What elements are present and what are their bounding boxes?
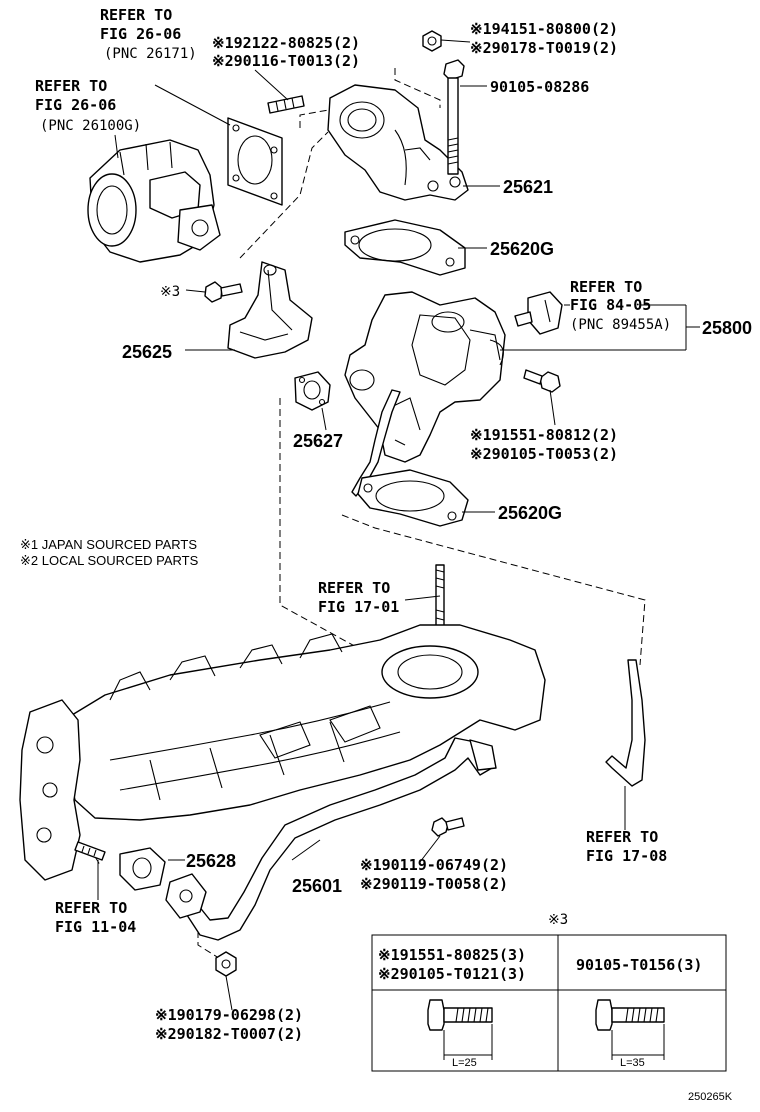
label-ref-fig17-08: REFER TO FIG 17-08 <box>586 828 667 865</box>
label-ref-fig26-06-left: REFER TO FIG 26-06 (PNC 26100G) <box>35 77 141 134</box>
throttle-body-drawing <box>87 139 221 263</box>
stud-fig11-04-drawing <box>74 841 106 861</box>
label-pn-25627: 25627 <box>293 431 343 451</box>
label-pn-25625: 25625 <box>122 342 172 362</box>
pn-line-1: ※190179-06298(2) <box>155 1006 303 1024</box>
gasket-25627-drawing <box>294 371 331 411</box>
label-pn-90119: ※190119-06749(2) ※290119-T0058(2) <box>360 856 508 893</box>
label-pn-92122: ※192122-80825(2) ※290116-T0013(2) <box>212 34 360 70</box>
label-pn-25620g-lower: 25620G <box>498 503 562 523</box>
label-pn-90179: ※190179-06298(2) ※290182-T0007(2) <box>155 1006 303 1043</box>
ref-line-3: (PNC 26171) <box>104 46 197 62</box>
bracket-25625-drawing <box>227 261 313 359</box>
pn-line-2: ※290105-T0053(2) <box>470 445 618 463</box>
ref-line-1: REFER TO <box>318 579 390 597</box>
ref-line-2: FIG 17-01 <box>318 598 399 616</box>
label-ref-fig26-06-top: REFER TO FIG 26-06 (PNC 26171) <box>100 6 197 62</box>
pn-line-1: ※192122-80825(2) <box>212 34 360 52</box>
label-ref-fig17-01: REFER TO FIG 17-01 <box>318 579 399 616</box>
ref-line-2: FIG 26-06 <box>35 96 116 114</box>
label-pn-25621: 25621 <box>503 177 553 197</box>
stud-92122-drawing <box>267 95 305 114</box>
label-pn-25628: 25628 <box>186 851 236 871</box>
note-2: ※2 LOCAL SOURCED PARTS <box>20 553 199 568</box>
pn-line-2: ※290178-T0019(2) <box>470 39 618 57</box>
intake-manifold-drawing <box>67 624 546 821</box>
pn-line-2: ※290182-T0007(2) <box>155 1025 303 1043</box>
flange-bolt-long-drawing: L=35 <box>595 999 665 1069</box>
stud-fig17-01-drawing <box>435 564 445 631</box>
gasket-25620g-lower-drawing <box>357 469 469 527</box>
bolt-table-left-head-2: ※290105-T0121(3) <box>378 965 526 983</box>
note-1: ※1 JAPAN SOURCED PARTS <box>20 537 197 552</box>
ref-line-2: FIG 11-04 <box>55 918 136 936</box>
bolt-table: ※3 ※191551-80825(3) ※290105-T0121(3) 901… <box>371 912 727 1072</box>
ref-line-1: REFER TO <box>55 899 127 917</box>
bolt-91551-80812-drawing <box>523 369 561 393</box>
label-ref-fig84-05: REFER TO FIG 84-05 (PNC 89455A) <box>570 278 671 333</box>
throttle-gasket-drawing <box>227 117 283 206</box>
bolt-90105-08286-drawing <box>443 59 465 175</box>
nut-94151-drawing <box>422 30 442 52</box>
label-ref-fig11-04: REFER TO FIG 11-04 <box>55 899 136 936</box>
ref-line-1: REFER TO <box>570 278 642 296</box>
hose-fig17-08-drawing <box>605 659 646 787</box>
pn-line-2: ※290119-T0058(2) <box>360 875 508 893</box>
ref-line-3: (PNC 26100G) <box>40 118 141 134</box>
pn-line-2: ※290116-T0013(2) <box>212 52 360 70</box>
bolt-table-left-head-1: ※191551-80825(3) <box>378 946 526 964</box>
pn-line-1: ※191551-80812(2) <box>470 426 618 444</box>
bolt-length-long: L=35 <box>620 1057 645 1069</box>
ref-line-2: FIG 17-08 <box>586 847 667 865</box>
gasket-25620g-upper-drawing <box>344 219 466 276</box>
bolt-table-marker: ※3 <box>548 912 568 928</box>
label-pn-25601: 25601 <box>292 876 342 896</box>
ref-line-1: REFER TO <box>100 6 172 24</box>
pn-line-1: ※190119-06749(2) <box>360 856 508 874</box>
cylinder-head-drawing <box>19 699 81 881</box>
flange-bolt-short-drawing: L=25 <box>427 999 493 1069</box>
gasket-25628-drawing <box>119 847 166 891</box>
bolt-length-short: L=25 <box>452 1057 477 1069</box>
label-pn-25800: 25800 <box>702 318 752 338</box>
ref-line-2: FIG 26-06 <box>100 25 181 43</box>
assembly-dashed-lines <box>89 68 646 961</box>
bolt-note3-drawing <box>204 281 243 303</box>
leader-lines <box>97 39 700 1011</box>
egr-housing-25621-drawing <box>327 84 469 201</box>
ref-line-1: REFER TO <box>35 77 107 95</box>
egr-sensor-pipe-drawing <box>351 389 401 497</box>
ref-line-2: FIG 84-05 <box>570 296 651 314</box>
bolt-90119-drawing <box>431 817 465 837</box>
vsv-connector-drawing <box>514 291 563 335</box>
ref-line-1: REFER TO <box>586 828 658 846</box>
label-note3-marker: ※3 <box>160 284 180 300</box>
sourcing-notes: ※1 JAPAN SOURCED PARTS ※2 LOCAL SOURCED … <box>20 537 199 568</box>
bolt-table-right-head: 90105-T0156(3) <box>576 956 702 974</box>
label-pn-25620g-upper: 25620G <box>490 239 554 259</box>
ref-line-3: (PNC 89455A) <box>570 317 671 333</box>
label-pn-94151: ※194151-80800(2) ※290178-T0019(2) <box>470 20 618 57</box>
diagram-code: 250265K <box>688 1091 733 1103</box>
egr-pipe-25601-drawing <box>165 737 497 941</box>
label-pn-91551-80812: ※191551-80812(2) ※290105-T0053(2) <box>470 426 618 463</box>
label-pn-90105-08286: 90105-08286 <box>490 78 589 96</box>
nut-90179-drawing <box>215 951 237 977</box>
pn-line-1: ※194151-80800(2) <box>470 20 618 38</box>
